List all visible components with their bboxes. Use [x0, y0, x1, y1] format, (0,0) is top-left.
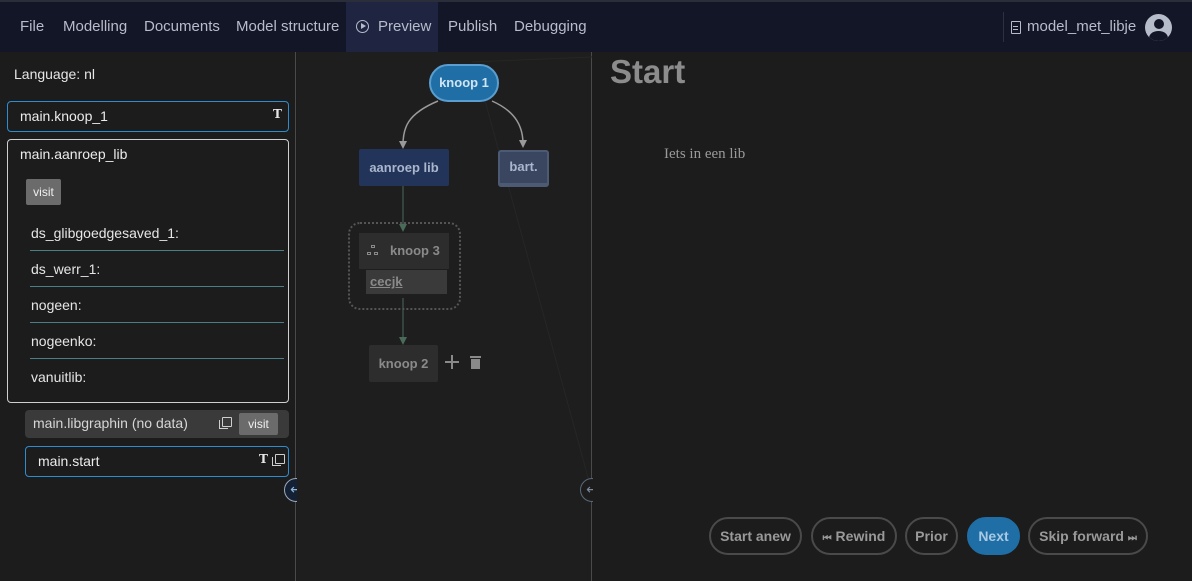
skip-forward-label: Skip forward: [1039, 528, 1124, 544]
graph-cluster: [348, 222, 461, 310]
nav-divider: [1003, 12, 1004, 42]
language-label: Language: nl: [14, 66, 95, 82]
start-anew-button[interactable]: Start anew: [709, 517, 802, 555]
graph-node-bart[interactable]: bart.: [498, 150, 549, 187]
graph-node-knoop-3[interactable]: knoop 3: [359, 233, 449, 269]
model-name[interactable]: model_met_libje: [1027, 18, 1137, 35]
nav-documents[interactable]: Documents: [144, 18, 220, 35]
rewind-label: Rewind: [835, 528, 886, 544]
preview-panel: Start Iets in een lib Start anew ⏮ Rewin…: [593, 52, 1192, 581]
node-start-label: main.start: [38, 453, 100, 469]
field-row: nogeen:: [30, 287, 284, 323]
field-row: vanuitlib:: [31, 369, 87, 385]
rewind-button[interactable]: ⏮ Rewind: [811, 517, 897, 555]
text-type-icon: T: [273, 107, 282, 121]
node-knoop-1-label: main.knoop_1: [20, 108, 108, 124]
left-panel: Language: nl main.knoop_1 T main.aanroep…: [0, 52, 296, 581]
field-row: ds_glibgoedgesaved_1:: [30, 215, 284, 251]
graph-node-knoop-1[interactable]: knoop 1: [429, 64, 499, 102]
visit-button[interactable]: visit: [26, 179, 61, 205]
nav-modelling[interactable]: Modelling: [63, 18, 128, 35]
copy-icon[interactable]: [272, 454, 285, 466]
node-aanroep-lib-label: main.aanroep_lib: [20, 146, 128, 162]
delete-node-icon[interactable]: [470, 356, 481, 369]
nav-preview-label: Preview: [378, 18, 432, 35]
skip-forward-button[interactable]: Skip forward ⏭: [1028, 517, 1148, 555]
graph-node-aanroep-lib[interactable]: aanroep lib: [359, 149, 449, 186]
node-libgraphin-label: main.libgraphin (no data): [33, 415, 188, 431]
node-libgraphin[interactable]: main.libgraphin (no data) visit: [25, 410, 289, 438]
rewind-icon: ⏮: [822, 533, 832, 544]
nav-preview[interactable]: Preview: [346, 2, 438, 52]
hierarchy-icon: [367, 245, 379, 256]
file-icon: [1011, 21, 1021, 34]
next-button[interactable]: Next: [967, 517, 1020, 555]
copy-icon[interactable]: [219, 417, 232, 429]
nav-model-structure[interactable]: Model structure: [236, 18, 340, 35]
libgraph-visit-button[interactable]: visit: [239, 413, 278, 435]
add-node-icon[interactable]: [445, 355, 459, 369]
graph-node-knoop-2[interactable]: knoop 2: [369, 345, 438, 382]
nav-file[interactable]: File: [20, 18, 45, 35]
preview-text: Iets in een lib: [664, 146, 746, 162]
top-nav-bar: File Modelling Documents Model structure…: [0, 0, 1192, 52]
user-avatar-icon[interactable]: [1145, 14, 1172, 41]
prior-button[interactable]: Prior: [905, 517, 958, 555]
page-title: Start: [610, 53, 686, 90]
text-type-icon: T: [259, 452, 268, 466]
node-aanroep-lib[interactable]: main.aanroep_lib visit ds_glibgoedgesave…: [7, 139, 289, 403]
graph-edges: [399, 56, 592, 493]
graph-node-cecjk[interactable]: cecjk: [366, 270, 447, 294]
node-knoop-1[interactable]: main.knoop_1 T: [7, 101, 289, 132]
skip-forward-icon: ⏭: [1127, 533, 1137, 544]
play-circle-icon: [356, 20, 369, 33]
node-start[interactable]: main.start T: [25, 446, 289, 477]
nav-debugging[interactable]: Debugging: [514, 18, 587, 35]
nav-publish[interactable]: Publish: [448, 18, 498, 35]
field-row: nogeenko:: [30, 323, 284, 359]
field-row: ds_werr_1:: [30, 251, 284, 287]
model-graph-panel: knoop 1 aanroep lib bart. knoop 3 cecjk …: [297, 52, 592, 581]
